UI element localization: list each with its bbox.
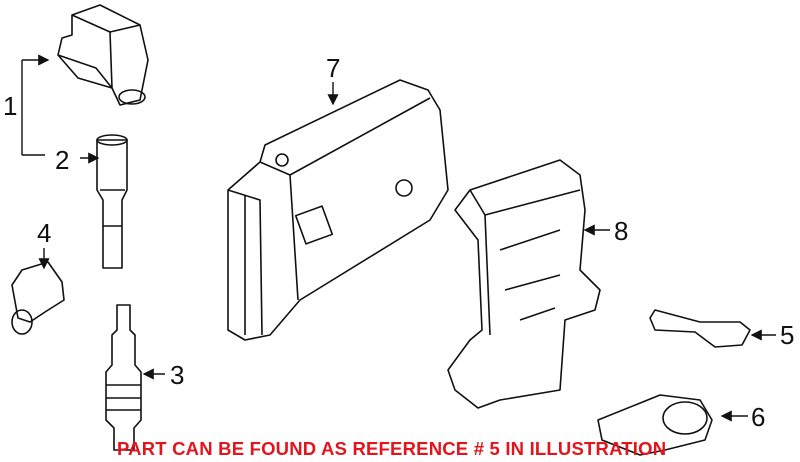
callout-2: 2 [55,145,70,175]
callout-4: 4 [37,218,52,248]
cam-sensor-part [11,261,65,335]
callout-1: 1 [3,91,18,121]
ecu-bracket-part [447,159,601,409]
callout-3: 3 [170,360,185,390]
callout-7: 7 [326,53,341,83]
plug-boot-part [96,134,128,269]
sensor-5-part [649,309,751,348]
spark-plug-part [105,304,142,451]
knock-sensor-part [597,394,713,456]
callout-8: 8 [614,216,629,246]
ecu-part [227,79,449,341]
callout-leaders [21,60,776,422]
callout-6: 6 [751,402,766,432]
ignition-coil-part [57,4,149,106]
reference-notice: PART CAN BE FOUND AS REFERENCE # 5 IN IL… [117,438,667,459]
callout-5: 5 [780,320,795,350]
